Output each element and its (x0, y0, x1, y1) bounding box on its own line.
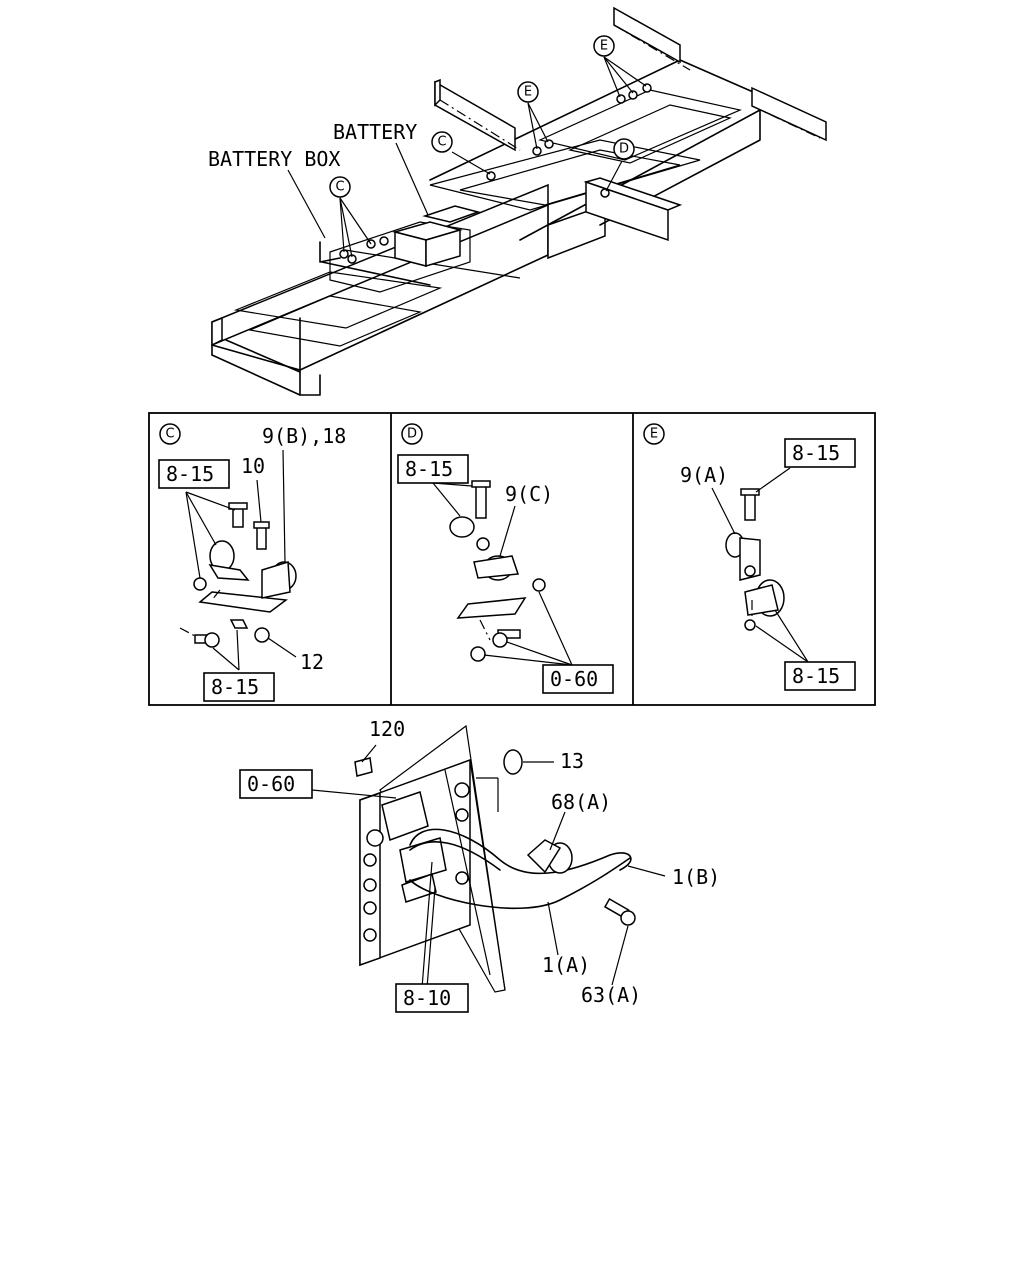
marker-e-frame-mid: E (517, 81, 539, 103)
panel-e: E 9(A) 8-15 8-15 (643, 423, 856, 691)
detail-panels-frame (148, 412, 876, 706)
part-1b-label: 1(B) (672, 865, 720, 889)
panel-d-ref-top: 8-15 (405, 457, 453, 481)
panel-e-ref-bottom: 8-15 (792, 664, 840, 688)
panel-e-ref-top: 8-15 (792, 441, 840, 465)
panel-e-marker: E (650, 427, 658, 442)
panel-c: C 9(B),18 10 12 8-15 8-15 (158, 423, 346, 702)
panel-c-part-12: 12 (300, 650, 324, 674)
marker-e-text: E (600, 39, 608, 54)
ref-060-bottom: 0-60 (247, 772, 295, 796)
panel-c-part-9b: 9(B),18 (262, 424, 346, 448)
panel-c-part-10: 10 (241, 454, 265, 478)
battery-box-label: BATTERY BOX (208, 147, 340, 171)
marker-c-frame-mid: C (431, 131, 453, 153)
marker-c-text: C (335, 180, 344, 195)
marker-d-frame: D (613, 138, 635, 160)
panel-c-marker: C (165, 427, 174, 442)
part-68a-label: 68(A) (551, 790, 611, 814)
part-63a-label: 63(A) (581, 983, 641, 1007)
panel-c-ref-top: 8-15 (166, 462, 214, 486)
panel-d-marker: D (407, 427, 417, 442)
marker-e-text: E (524, 85, 532, 100)
bottom-assembly-drawing (311, 724, 666, 993)
marker-c-frame-left: C (329, 176, 351, 198)
frame-bolts (339, 83, 652, 264)
panel-d: D 9(C) 8-15 0-60 (397, 423, 614, 694)
panel-c-ref-bottom: 8-15 (211, 675, 259, 699)
part-13-label: 13 (560, 749, 584, 773)
panel-d-ref-bottom: 0-60 (550, 667, 598, 691)
marker-c-text: C (437, 135, 446, 150)
chassis-frame-drawing (211, 6, 827, 396)
battery-label: BATTERY (333, 120, 417, 144)
marker-e-frame-right: E (593, 35, 615, 57)
marker-d-text: D (619, 142, 629, 157)
panel-e-part-9a: 9(A) (680, 463, 728, 487)
part-120-label: 120 (369, 717, 405, 741)
panel-d-part-9c: 9(C) (505, 482, 553, 506)
part-1a-label: 1(A) (542, 953, 590, 977)
ref-810-bottom: 8-10 (403, 986, 451, 1010)
